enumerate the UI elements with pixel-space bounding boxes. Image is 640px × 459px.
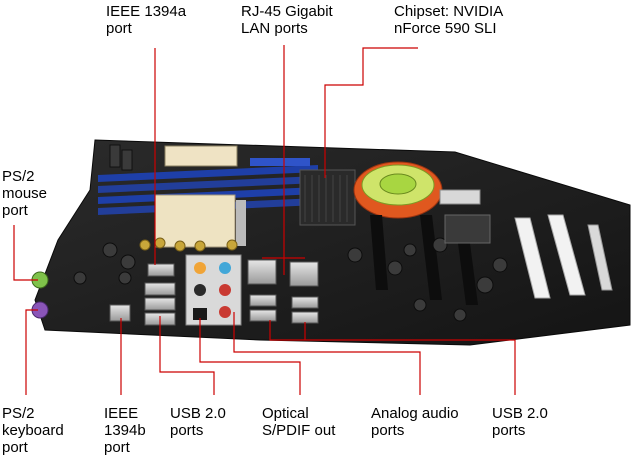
dimm-slot	[98, 165, 318, 182]
label-rj45: RJ-45 Gigabit LAN ports	[241, 3, 333, 37]
label-ieee1394b: IEEE 1394b port	[104, 405, 146, 456]
label-optical: Optical S/PDIF out	[262, 405, 336, 439]
leader-line-chipset	[324, 47, 418, 178]
expansion-slots	[370, 214, 613, 305]
white-connector	[439, 189, 481, 205]
ieee1394b-port	[109, 304, 131, 322]
expansion-slot	[587, 224, 613, 291]
audio-panel	[185, 254, 242, 326]
expansion-slot	[547, 214, 586, 296]
top-capacitor	[109, 144, 121, 168]
optical-port	[193, 308, 207, 320]
expansion-slot	[370, 215, 388, 290]
blue-connector	[250, 158, 310, 166]
cpu-lever	[236, 200, 246, 246]
leader-line-usb-right	[269, 320, 516, 395]
usb-ports-right	[249, 294, 319, 324]
chip	[444, 214, 491, 244]
leader-lines	[13, 45, 516, 395]
dimm-slot	[98, 176, 318, 193]
pcb-board	[34, 139, 631, 346]
label-ps2-mouse: PS/2 mouse port	[2, 168, 48, 219]
leader-line-ps2-keyboard	[25, 309, 38, 395]
expansion-slot	[420, 215, 442, 300]
label-analog-audio: Analog audio ports	[371, 405, 459, 439]
top-capacitor	[121, 149, 133, 171]
label-chipset: Chipset: NVIDIA nForce 590 SLI	[394, 3, 504, 37]
expansion-slot	[514, 217, 551, 299]
label-ps2-keyboard: PS/2 keyboard port	[2, 405, 64, 456]
ieee1394a-port	[147, 263, 175, 277]
chipset-fan	[353, 161, 443, 219]
lan-ports	[247, 259, 319, 287]
label-usb-right: USB 2.0 ports	[492, 405, 548, 439]
atx-power-connector	[164, 145, 238, 167]
leader-line-ps2-mouse	[13, 225, 38, 281]
label-usb-left: USB 2.0 ports	[170, 405, 226, 439]
label-ieee1394a: IEEE 1394a port	[106, 3, 187, 37]
chipset-fan-hub	[379, 173, 417, 195]
cpu-socket	[154, 194, 236, 248]
leader-line-usb-left	[159, 316, 215, 395]
usb-ports-left	[144, 282, 176, 326]
capacitors	[73, 237, 508, 322]
leader-line-analog-audio	[233, 312, 421, 395]
leader-line-optical	[199, 318, 301, 395]
